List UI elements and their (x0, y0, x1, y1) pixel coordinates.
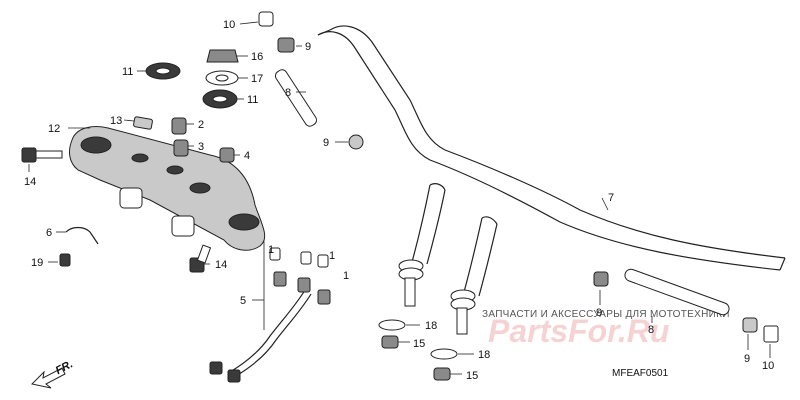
label-part-6: 6 (46, 227, 52, 239)
label-part-18: 18 (425, 320, 437, 332)
label-part-4: 4 (244, 150, 250, 162)
label-part-15: 15 (466, 370, 478, 382)
label-part-1: 1 (268, 244, 274, 256)
label-part-17: 17 (251, 73, 263, 85)
label-part-9: 9 (596, 307, 602, 319)
part-labels: 10 9 16 11 17 11 8 9 13 12 2 3 4 14 7 6 … (24, 19, 774, 382)
watermark-caption: ЗАПЧАСТИ И АКСЕССУАРЫ ДЛЯ МОТОТЕХНИКИ (482, 309, 730, 320)
label-part-14: 14 (215, 259, 227, 271)
label-part-1: 1 (343, 270, 349, 282)
watermark-logo: PartsFor.Ru (488, 313, 669, 349)
label-part-16: 16 (251, 51, 263, 63)
handlebar-pipe (317, 25, 786, 335)
label-part-8: 8 (648, 324, 654, 336)
label-part-10: 10 (223, 19, 235, 31)
label-part-18: 18 (478, 349, 490, 361)
label-part-9: 9 (744, 353, 750, 365)
label-part-13: 13 (110, 115, 122, 127)
label-part-8: 8 (285, 87, 291, 99)
label-part-2: 2 (198, 119, 204, 131)
right-parts (378, 268, 779, 381)
diagram-code: MFEAF0501 (612, 368, 669, 379)
label-part-10: 10 (762, 360, 774, 372)
label-part-5: 5 (240, 295, 246, 307)
front-direction-arrow: FR. (30, 358, 75, 389)
label-part-11: 11 (247, 94, 258, 106)
label-part-9: 9 (305, 41, 311, 53)
front-arrow-icon (30, 367, 66, 389)
watermark: PartsFor.Ru ЗАПЧАСТИ И АКСЕССУАРЫ ДЛЯ МО… (482, 309, 730, 349)
label-part-14: 14 (24, 176, 36, 188)
label-part-15: 15 (413, 338, 425, 350)
top-bridge (69, 126, 266, 251)
label-part-1: 1 (329, 250, 335, 262)
small-parts (21, 11, 364, 273)
label-part-3: 3 (198, 141, 204, 153)
leader-lines (28, 21, 771, 375)
label-part-12: 12 (48, 123, 60, 135)
label-part-19: 19 (31, 257, 43, 269)
front-indicator-label: FR. (54, 358, 75, 377)
wire-harness (209, 247, 331, 383)
label-part-9: 9 (323, 137, 329, 149)
label-part-7: 7 (608, 192, 614, 204)
label-part-11: 11 (122, 66, 133, 78)
